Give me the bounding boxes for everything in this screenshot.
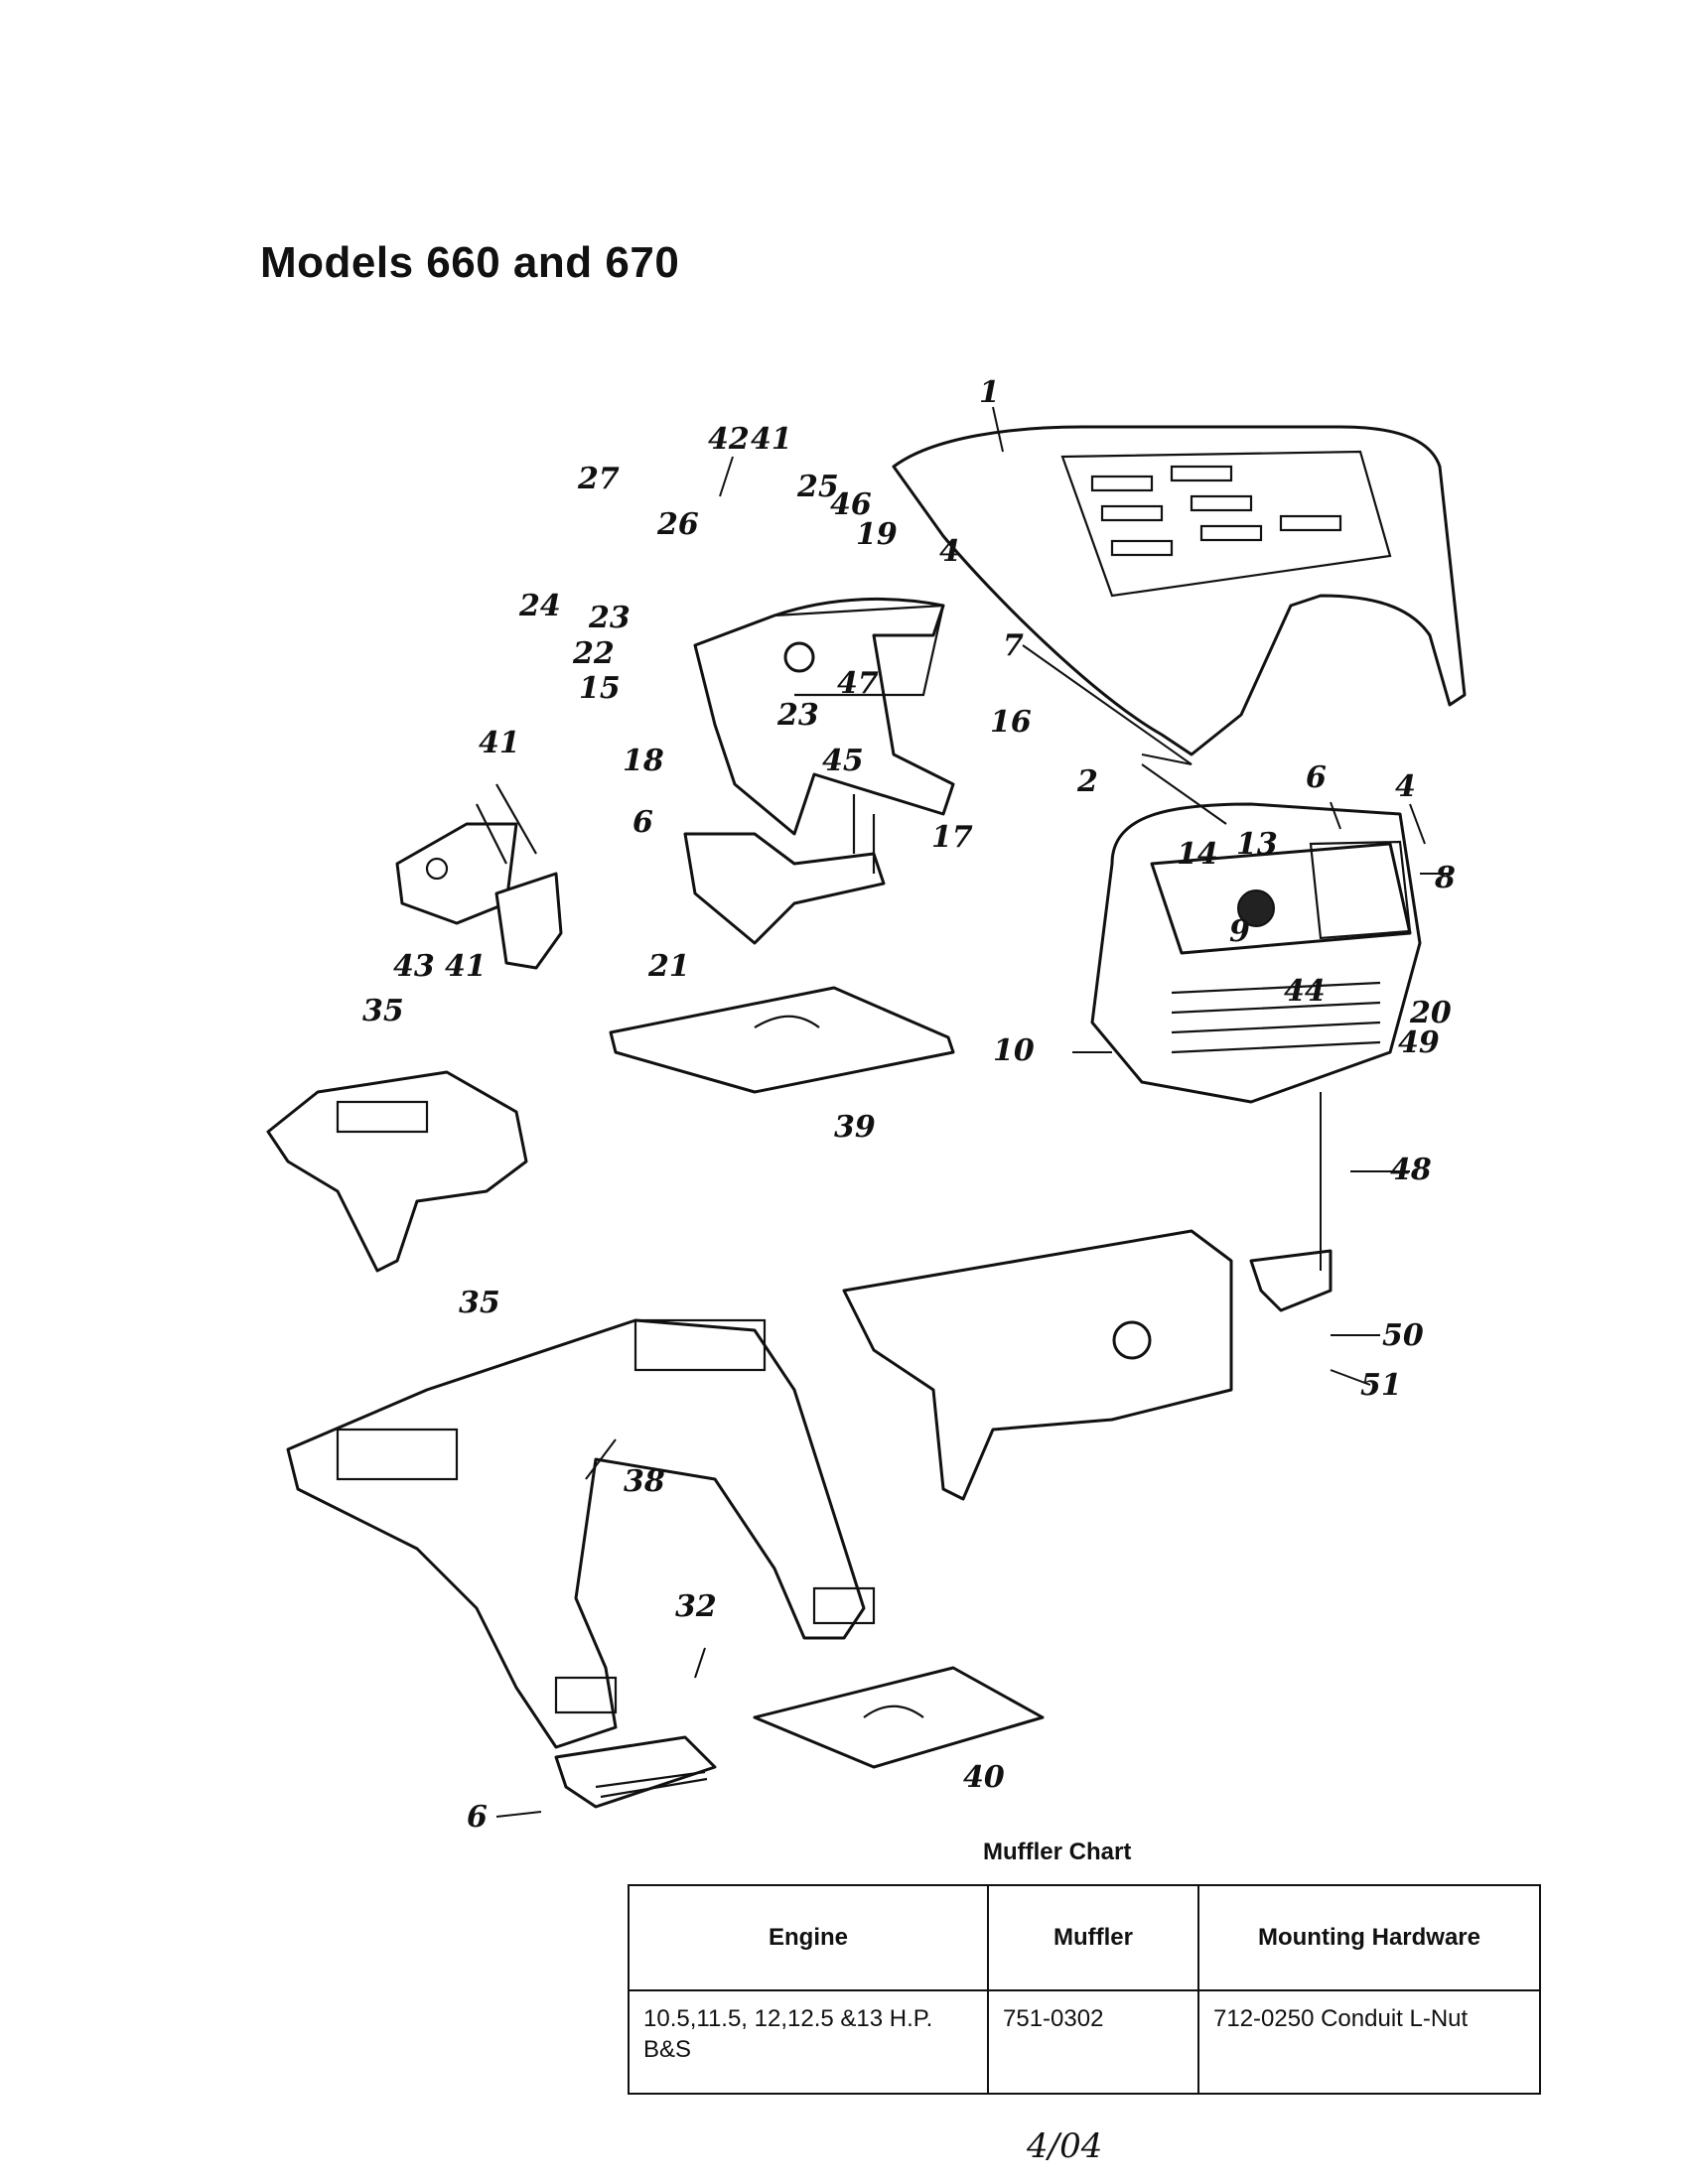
callout-24: 24: [518, 589, 561, 623]
muffler-chart-header-row: Engine Muffler Mounting Hardware: [628, 1884, 1541, 1991]
frame-part: [842, 1229, 1333, 1501]
callout-14: 14: [1177, 837, 1218, 872]
callout-20: 20: [1409, 996, 1452, 1030]
callout-23b: 23: [776, 698, 819, 733]
callout-49: 49: [1398, 1025, 1440, 1060]
cell-muffler: 751-0302: [987, 1989, 1199, 2095]
grille-housing-part: [1090, 802, 1422, 1104]
pedal-bracket-part: [683, 794, 886, 945]
callout-22: 22: [572, 636, 615, 671]
footer-date: 4/04: [1027, 2126, 1103, 2166]
callout-45: 45: [822, 744, 864, 778]
callout-47: 47: [837, 666, 879, 701]
callout-6b: 6: [632, 805, 653, 840]
callout-41: 41: [751, 422, 792, 457]
callout-26: 26: [656, 507, 699, 542]
callout-40: 40: [963, 1760, 1005, 1795]
muffler-chart-caption: Muffler Chart: [983, 1839, 1132, 1865]
callout-7: 7: [1003, 628, 1024, 663]
callout-4a: 4: [939, 534, 960, 569]
callout-10: 10: [993, 1033, 1035, 1068]
callout-43: 43: [393, 949, 435, 984]
callout-18: 18: [623, 744, 664, 778]
callout-2: 2: [1076, 764, 1098, 799]
callout-35a: 35: [362, 994, 404, 1028]
callout-19: 19: [856, 517, 898, 552]
callout-27: 27: [577, 462, 620, 496]
callout-21: 21: [647, 949, 690, 984]
cell-mounting-hardware: 712-0250 Conduit L-Nut: [1197, 1989, 1541, 2095]
callout-9: 9: [1229, 914, 1250, 949]
callout-6a: 6: [1306, 760, 1327, 795]
callout-6c: 6: [467, 1800, 488, 1835]
callout-labels: 1 42 41 27 25 46 26 19 4 24 23 7 22 15 2…: [362, 375, 1456, 1835]
callout-13: 13: [1236, 827, 1278, 862]
cell-engine: 10.5,11.5, 12,12.5 &13 H.P. B&S: [628, 1989, 989, 2095]
callout-1: 1: [979, 375, 1000, 410]
step-part: [554, 1735, 717, 1809]
callout-15: 15: [579, 671, 621, 706]
lower-floor-plate-part: [753, 1666, 1045, 1769]
callout-35b: 35: [459, 1286, 500, 1320]
callout-41b: 41: [479, 726, 520, 760]
table-row: 10.5,11.5, 12,12.5 &13 H.P. B&S 751-0302…: [628, 1989, 1541, 2095]
header-muffler: Muffler: [987, 1884, 1199, 1991]
callout-44: 44: [1284, 974, 1326, 1009]
page-title: Models 660 and 670: [260, 238, 680, 287]
callout-46: 46: [830, 487, 872, 522]
callout-4b: 4: [1395, 769, 1416, 804]
callout-23a: 23: [588, 601, 631, 635]
callout-38: 38: [624, 1464, 665, 1499]
callout-42: 42: [708, 422, 750, 457]
leader-lines: [495, 406, 1450, 1818]
callout-51: 51: [1360, 1368, 1402, 1403]
bracket-assembly-part: [395, 783, 563, 970]
callout-17: 17: [931, 820, 973, 855]
callout-50: 50: [1382, 1318, 1424, 1353]
upper-fender-part: [266, 1070, 528, 1273]
callout-32: 32: [675, 1589, 717, 1624]
dash-panel-part: [693, 597, 955, 836]
callout-8: 8: [1434, 861, 1456, 895]
hood-part: [892, 425, 1467, 756]
floor-plate-part: [609, 986, 955, 1094]
callout-48: 48: [1390, 1153, 1432, 1187]
callout-16: 16: [990, 705, 1032, 740]
lower-fender-part: [286, 1318, 876, 1749]
muffler-chart-table: Engine Muffler Mounting Hardware 10.5,11…: [628, 1884, 1541, 2095]
callout-25: 25: [796, 470, 839, 504]
header-engine: Engine: [628, 1884, 989, 1991]
callout-39: 39: [834, 1110, 876, 1145]
callout-41c: 41: [445, 949, 487, 984]
header-mounting-hardware: Mounting Hardware: [1197, 1884, 1541, 1991]
